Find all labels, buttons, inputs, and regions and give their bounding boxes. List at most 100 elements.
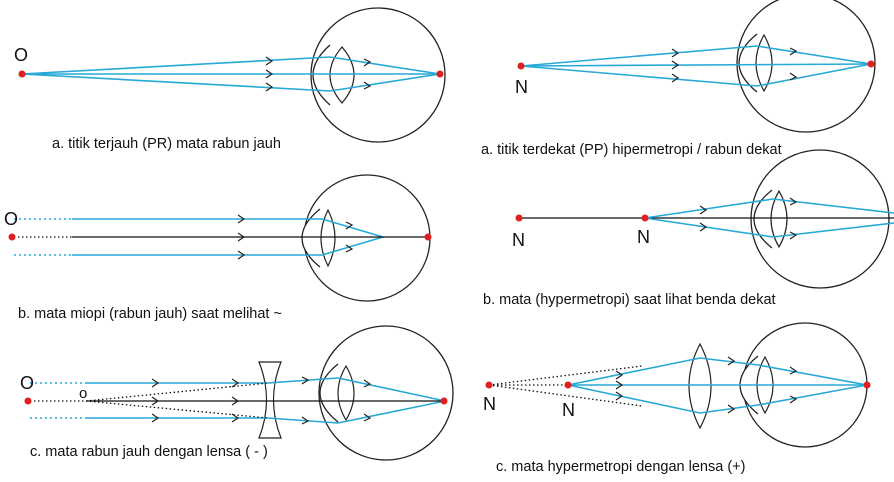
ray bbox=[644, 217, 774, 238]
ray-arrow bbox=[237, 232, 246, 242]
cornea bbox=[753, 189, 773, 249]
ray bbox=[756, 63, 872, 87]
ray-arrow bbox=[151, 396, 160, 406]
point-label: N bbox=[483, 394, 496, 414]
point-label: O bbox=[20, 373, 34, 393]
point-label: N bbox=[637, 227, 650, 247]
ray-arrow bbox=[789, 366, 798, 375]
ray-arrow bbox=[789, 72, 798, 81]
ray-arrow bbox=[671, 48, 680, 58]
ray-arrow bbox=[363, 413, 372, 422]
ray bbox=[321, 218, 384, 238]
point-label: o bbox=[79, 385, 87, 402]
ray bbox=[267, 417, 339, 424]
ray bbox=[321, 236, 384, 256]
point-label: O bbox=[14, 45, 28, 65]
point-label: O bbox=[4, 209, 18, 229]
ray bbox=[757, 364, 868, 386]
ray-arrow bbox=[265, 82, 274, 92]
ray-arrow bbox=[363, 58, 372, 67]
object-point bbox=[18, 70, 26, 78]
caption: b. mata miopi (rabun jauh) saat melihat … bbox=[18, 306, 282, 322]
panel-right-a: N a. titik terdekat (PP) hipermetropi / … bbox=[481, 0, 876, 158]
ray bbox=[520, 65, 758, 87]
retina-point bbox=[440, 397, 448, 405]
ray-arrow bbox=[727, 356, 736, 366]
caption: b. mata (hypermetropi) saat lihat benda … bbox=[483, 292, 776, 308]
retina-point bbox=[436, 70, 444, 78]
ray-arrow bbox=[789, 395, 798, 404]
caption: a. titik terdekat (PP) hipermetropi / ra… bbox=[481, 142, 782, 158]
ray-arrow bbox=[231, 378, 240, 388]
ray-arrow bbox=[231, 396, 240, 406]
point-label: N bbox=[515, 77, 528, 97]
eyeball bbox=[310, 7, 446, 143]
ray-arrow bbox=[363, 81, 372, 90]
ray bbox=[772, 222, 894, 238]
ray-arrow bbox=[237, 250, 246, 260]
panel-left-b: O b. mata miopi (rabun jauh) saat meliha… bbox=[4, 174, 432, 322]
cornea bbox=[301, 208, 321, 268]
ray bbox=[567, 357, 701, 386]
ray bbox=[329, 73, 441, 92]
object-point bbox=[24, 397, 32, 405]
object-point bbox=[517, 62, 525, 70]
ray-arrow bbox=[615, 380, 624, 390]
ray bbox=[329, 56, 441, 75]
point-label: N bbox=[562, 400, 575, 420]
ray-arrow bbox=[237, 214, 246, 224]
ray bbox=[520, 45, 758, 67]
cornea bbox=[738, 33, 758, 93]
ray-arrow bbox=[699, 205, 708, 215]
eye-lens bbox=[770, 189, 788, 249]
object-point bbox=[485, 381, 493, 389]
ray-arrow bbox=[671, 73, 680, 83]
ray-arrow bbox=[301, 376, 310, 385]
ray-arrow bbox=[727, 404, 736, 414]
retina-point bbox=[424, 233, 432, 241]
ray-arrow bbox=[301, 416, 310, 425]
converging-lens bbox=[688, 342, 712, 430]
ray bbox=[567, 384, 701, 414]
diverging-lens bbox=[258, 361, 282, 439]
ray bbox=[756, 45, 872, 65]
ray-arrow bbox=[231, 413, 240, 423]
caption: c. mata hypermetropi dengan lensa (+) bbox=[496, 459, 745, 475]
virtual-ray bbox=[488, 365, 643, 386]
panel-left-a: O a. titik terjauh (PR) mata rabun jauh bbox=[14, 7, 446, 152]
ray bbox=[267, 377, 339, 384]
panel-right-b: N N b. mata (hypermetropi) saat lihat be… bbox=[483, 149, 894, 308]
ray-arrow bbox=[671, 60, 680, 70]
caption: a. titik terjauh (PR) mata rabun jauh bbox=[52, 136, 281, 152]
ray-arrow bbox=[699, 222, 708, 232]
ray bbox=[644, 198, 774, 219]
ray bbox=[699, 357, 759, 366]
ray-arrow bbox=[265, 69, 274, 79]
ray bbox=[21, 73, 331, 92]
ray bbox=[337, 400, 446, 424]
caption: c. mata rabun jauh dengan lensa ( - ) bbox=[30, 444, 268, 460]
ray-arrow bbox=[789, 231, 798, 240]
near-point bbox=[564, 381, 572, 389]
panel-left-c: O o c. mata rabun jauh dengan lensa ( - … bbox=[20, 325, 454, 461]
ray-arrow bbox=[345, 244, 354, 253]
ray bbox=[699, 404, 759, 414]
ray-arrow bbox=[615, 391, 624, 401]
near-point bbox=[641, 214, 649, 222]
ray bbox=[772, 198, 894, 214]
eyeball bbox=[736, 0, 876, 133]
virtual-ray bbox=[85, 400, 269, 419]
ray-arrow bbox=[151, 378, 160, 388]
eye-lens bbox=[755, 33, 773, 93]
object-point bbox=[8, 233, 16, 241]
ray bbox=[520, 63, 872, 67]
point-label: N bbox=[512, 230, 525, 250]
ray-arrow bbox=[363, 379, 372, 388]
eyeball bbox=[318, 325, 454, 461]
ray-arrow bbox=[615, 370, 624, 380]
object-point bbox=[515, 214, 523, 222]
ray-arrow bbox=[151, 413, 160, 423]
ray-arrow bbox=[265, 56, 274, 66]
ray bbox=[21, 56, 331, 75]
